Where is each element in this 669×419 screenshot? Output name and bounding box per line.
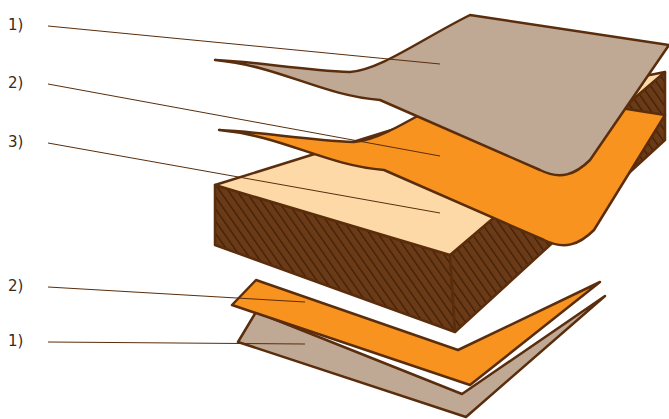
leader-line [48,84,440,156]
leader-line [48,287,305,302]
callout-number: 3) [8,133,23,151]
callout-number: 1) [8,16,23,34]
leader-line [48,143,440,213]
outer-sheet [215,15,669,175]
leader-line [48,342,305,344]
callout-number: 2) [8,74,23,92]
leader-line [48,26,440,64]
callout-number: 2) [8,277,23,295]
callout-number: 1) [8,332,23,350]
